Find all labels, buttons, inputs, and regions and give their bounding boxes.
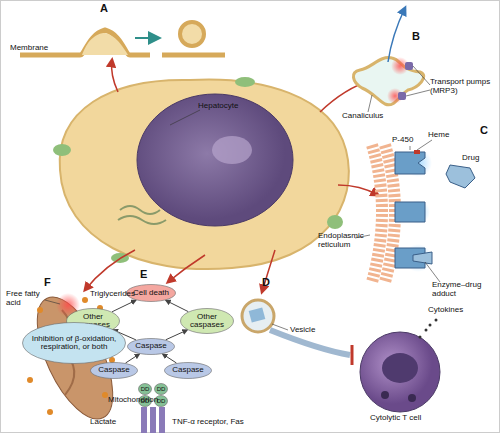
node-text: Cell death	[131, 289, 171, 297]
node-text: Caspase	[96, 366, 132, 374]
caspase-ellipse: Other caspases	[180, 308, 234, 334]
callout-label: Transport pumps (MRP3)	[430, 78, 494, 96]
node-text: Inhibition of β-oxidation, respiration, …	[22, 335, 126, 352]
caspase-ellipse: Caspase	[127, 338, 175, 355]
death-domain: DD	[138, 383, 152, 395]
activation-arrow	[112, 300, 136, 312]
node-text: DD	[141, 386, 150, 392]
death-domain: DD	[154, 383, 168, 395]
callout-label: Vesicle	[290, 326, 315, 335]
callout-label: Hepatocyte	[198, 102, 238, 111]
panel-letter: A	[100, 2, 108, 14]
callout-label: Cytokines	[428, 306, 463, 315]
callout-label: Mitochondrion	[108, 396, 158, 405]
node-text: Caspase	[133, 342, 169, 350]
callout-label: Canaliculus	[342, 112, 383, 121]
callout-label: Lactate	[90, 418, 116, 427]
callout-label: Triglycerides	[90, 290, 135, 299]
panel-letter: F	[44, 276, 51, 288]
callout-label: Membrane	[10, 44, 48, 53]
callout-label: Free fatty acid	[6, 290, 44, 308]
callout-label: P-450	[392, 136, 413, 145]
node-text: DD	[157, 386, 166, 392]
node-text: Other caspases	[180, 313, 234, 330]
activation-arrow	[163, 354, 177, 363]
callout-label: Cytolytic T cell	[370, 414, 421, 423]
activation-arrow	[166, 330, 188, 340]
callout-label: Heme	[428, 131, 449, 140]
panel-letter: D	[262, 276, 270, 288]
callout-label: Drug	[462, 154, 479, 163]
caspase-ellipse: Caspase	[164, 362, 212, 379]
panel-letter: B	[412, 30, 420, 42]
panel-letter: E	[140, 268, 147, 280]
node-text: Caspase	[170, 366, 206, 374]
caspase-ellipse: Caspase	[90, 362, 138, 379]
inhibition-ellipse: Inhibition of β-oxidation, respiration, …	[22, 322, 126, 364]
callout-label: TNF-α receptor, Fas	[172, 418, 244, 427]
panel-letter: C	[480, 124, 488, 136]
activation-arrow	[166, 300, 189, 311]
activation-arrow	[126, 354, 140, 363]
callout-label: Endoplasmic reticulum	[318, 232, 370, 250]
callout-label: Enzyme–drug adduct	[432, 281, 494, 299]
